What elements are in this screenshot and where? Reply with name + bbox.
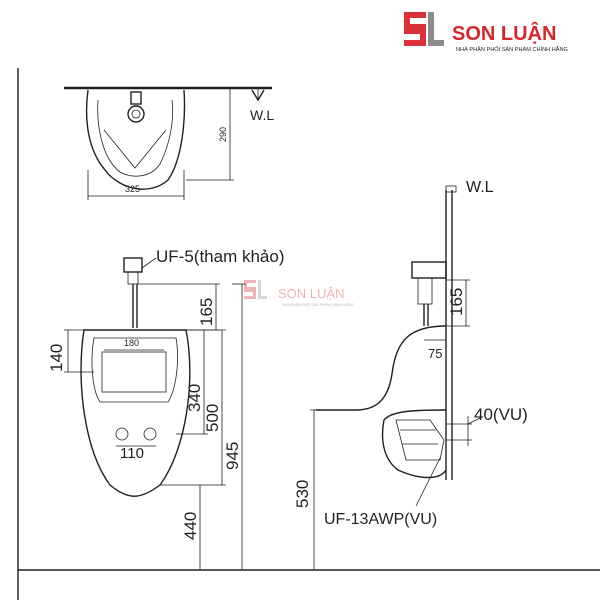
front-dim-340: 340	[185, 384, 204, 412]
front-dim-165: 165	[197, 298, 216, 326]
front-dim-180: 180	[124, 338, 139, 348]
side-dim-165: 165	[447, 288, 466, 316]
front-dim-440: 440	[181, 512, 200, 540]
side-dim-530: 530	[293, 480, 312, 508]
watermark-name: SON LUẬN	[278, 286, 344, 301]
side-view: W.L 165 75 40(VU) 530 UF-13AWP(VU)	[293, 179, 528, 570]
watermark-tagline: NHÀ PHÂN PHỐI SẢN PHẨM CHÍNH HÃNG	[282, 302, 354, 307]
front-dim-500: 500	[203, 404, 222, 432]
front-view: UF-5(tham khảo) 165 140 180 340 500 945	[47, 247, 284, 570]
front-dim-945: 945	[223, 442, 242, 470]
top-depth-dim: 290	[218, 127, 228, 142]
front-dim-140: 140	[47, 344, 66, 372]
brand-tagline: NHÀ PHÂN PHỐI SẢN PHẨM CHÍNH HÃNG	[456, 46, 568, 53]
top-wl-label: W.L	[250, 107, 274, 123]
side-model-label: UF-13AWP(VU)	[324, 511, 437, 528]
top-view: W.L 325 290	[64, 86, 274, 200]
brand-mark-icon	[404, 12, 444, 46]
brand-name: SON LUẬN	[452, 21, 556, 45]
side-dim-75: 75	[428, 346, 442, 361]
watermark-logo: SON LUẬN NHÀ PHÂN PHỐI SẢN PHẨM CHÍNH HÃ…	[244, 280, 354, 307]
top-width-dim: 325	[125, 184, 140, 194]
side-wl-label: W.L	[466, 179, 494, 196]
front-valve-label: UF-5(tham khảo)	[156, 247, 284, 266]
side-dim-40: 40(VU)	[474, 405, 528, 424]
brand-logo: SON LUẬN NHÀ PHÂN PHỐI SẢN PHẨM CHÍNH HÃ…	[404, 12, 568, 53]
front-dim-110: 110	[120, 445, 144, 462]
